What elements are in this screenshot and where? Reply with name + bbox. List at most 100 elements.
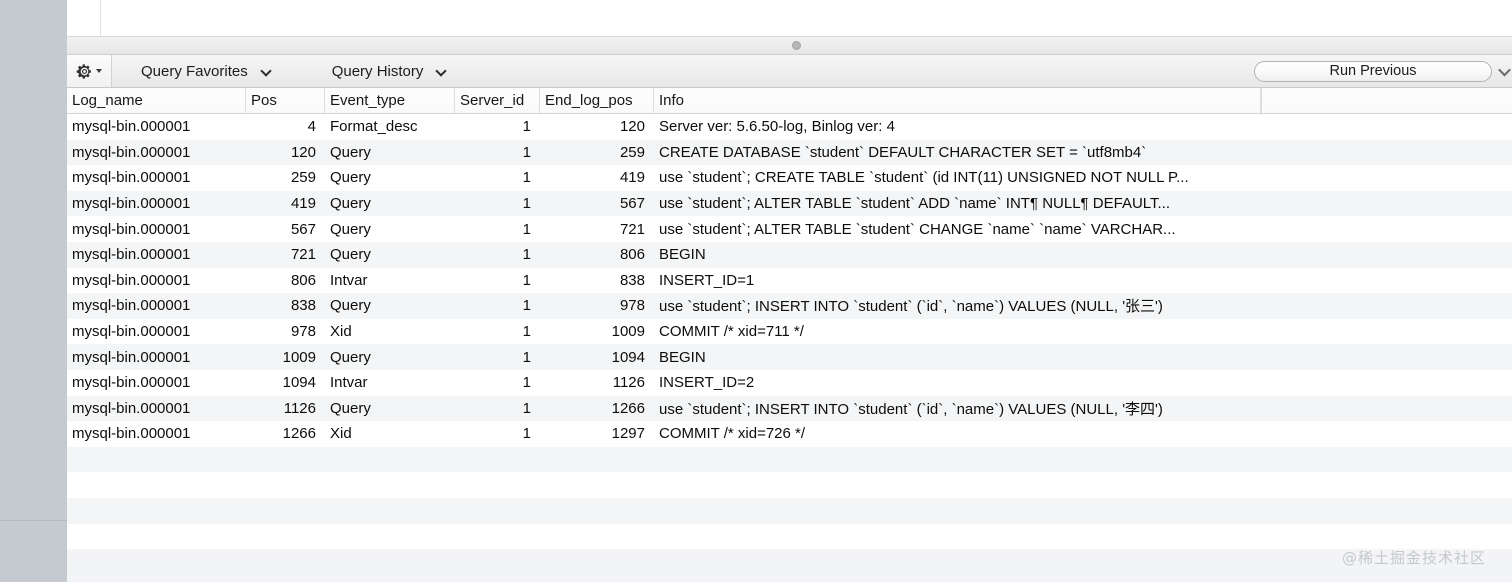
- table-row-empty[interactable]: [67, 574, 1512, 582]
- column-header-pos[interactable]: Pos: [246, 88, 325, 113]
- binlog-events-grid[interactable]: Log_name Pos Event_type Server_id End_lo…: [67, 88, 1512, 582]
- cell-end-log-pos: 838: [619, 271, 645, 289]
- cell-filler: [1261, 216, 1512, 242]
- cell-log-name: mysql-bin.000001: [72, 425, 191, 443]
- cell-empty: [654, 549, 1261, 575]
- cell-empty: [540, 575, 654, 582]
- cell-pos: 120: [290, 143, 316, 161]
- cell-empty: [325, 498, 455, 524]
- cell-log-name: mysql-bin.000001: [72, 374, 191, 392]
- cell-empty: [246, 447, 325, 473]
- cell-info: BEGIN: [659, 246, 706, 264]
- cell-pos: 259: [290, 169, 316, 187]
- cell-empty: [1261, 524, 1512, 550]
- run-previous-button[interactable]: Run Previous: [1254, 60, 1492, 82]
- cell-event-type: Query: [330, 399, 371, 417]
- cell-empty: [325, 575, 455, 582]
- column-header-info[interactable]: Info: [654, 88, 1261, 113]
- cell-filler: [1261, 293, 1512, 319]
- cell-filler: [1261, 165, 1512, 191]
- column-header-event-type[interactable]: Event_type: [325, 88, 455, 113]
- cell-empty: [246, 498, 325, 524]
- cell-event-type: Format_desc: [330, 118, 418, 136]
- cell-pos: 419: [290, 195, 316, 213]
- settings-button[interactable]: [67, 55, 112, 87]
- panel-splitter[interactable]: [67, 36, 1512, 55]
- cell-empty: [325, 472, 455, 498]
- cell-empty: [540, 472, 654, 498]
- cell-empty: [325, 549, 455, 575]
- cell-event-type: Xid: [330, 425, 352, 443]
- column-header-server-id[interactable]: Server_id: [455, 88, 540, 113]
- cell-empty: [325, 447, 455, 473]
- cell-empty: [67, 524, 246, 550]
- cell-filler: [1261, 396, 1512, 422]
- cell-log-name: mysql-bin.000001: [72, 297, 191, 315]
- cell-end-log-pos: 120: [619, 118, 645, 136]
- splitter-grip-dot-icon[interactable]: [792, 41, 801, 50]
- table-row-empty[interactable]: [67, 472, 1512, 498]
- cell-filler: [1261, 191, 1512, 217]
- column-header-end-log-pos[interactable]: End_log_pos: [540, 88, 654, 113]
- results-toolbar: Query Favorites Query History Run Previo…: [67, 55, 1512, 88]
- cell-info: use `student`; INSERT INTO `student` (`i…: [659, 400, 1163, 418]
- table-row-empty[interactable]: [67, 446, 1512, 473]
- cell-empty: [67, 575, 246, 582]
- cell-event-type: Query: [330, 348, 371, 366]
- table-row-empty[interactable]: [67, 523, 1512, 550]
- query-favorites-menu[interactable]: Query Favorites: [141, 55, 272, 87]
- cell-empty: [67, 549, 246, 575]
- cell-empty: [654, 575, 1261, 582]
- cell-server-id: 1: [522, 374, 531, 392]
- cell-pos: 838: [290, 297, 316, 315]
- query-history-menu[interactable]: Query History: [332, 55, 448, 87]
- cell-filler: [1261, 344, 1512, 370]
- cell-log-name: mysql-bin.000001: [72, 220, 191, 238]
- cell-server-id: 1: [522, 271, 531, 289]
- cell-filler: [1261, 370, 1512, 396]
- cell-event-type: Query: [330, 246, 371, 264]
- cell-pos: 4: [307, 118, 316, 136]
- cell-info: BEGIN: [659, 348, 706, 366]
- cell-end-log-pos: 1094: [611, 348, 645, 366]
- cell-log-name: mysql-bin.000001: [72, 246, 191, 264]
- column-header-log-name[interactable]: Log_name: [67, 88, 246, 113]
- cell-info: INSERT_ID=1: [659, 271, 755, 289]
- cell-info: INSERT_ID=2: [659, 374, 755, 392]
- cell-empty: [540, 498, 654, 524]
- cell-server-id: 1: [522, 399, 531, 417]
- cell-empty: [67, 472, 246, 498]
- table-row-empty[interactable]: [67, 549, 1512, 575]
- cell-empty: [246, 575, 325, 582]
- column-header-filler[interactable]: [1261, 88, 1512, 113]
- cell-event-type: Query: [330, 143, 371, 161]
- table-row-empty[interactable]: [67, 497, 1512, 524]
- cell-log-name: mysql-bin.000001: [72, 348, 191, 366]
- cell-empty: [540, 524, 654, 550]
- cell-server-id: 1: [522, 143, 531, 161]
- cell-end-log-pos: 259: [619, 143, 645, 161]
- cell-empty: [455, 447, 540, 473]
- run-previous-dropdown-button[interactable]: [1497, 55, 1512, 87]
- cell-empty: [654, 498, 1261, 524]
- editor-area-remnant: [67, 0, 1512, 36]
- cell-info: use `student`; ALTER TABLE `student` CHA…: [659, 220, 1176, 238]
- cell-empty: [1261, 472, 1512, 498]
- cell-event-type: Query: [330, 297, 371, 315]
- cell-event-type: Intvar: [330, 374, 368, 392]
